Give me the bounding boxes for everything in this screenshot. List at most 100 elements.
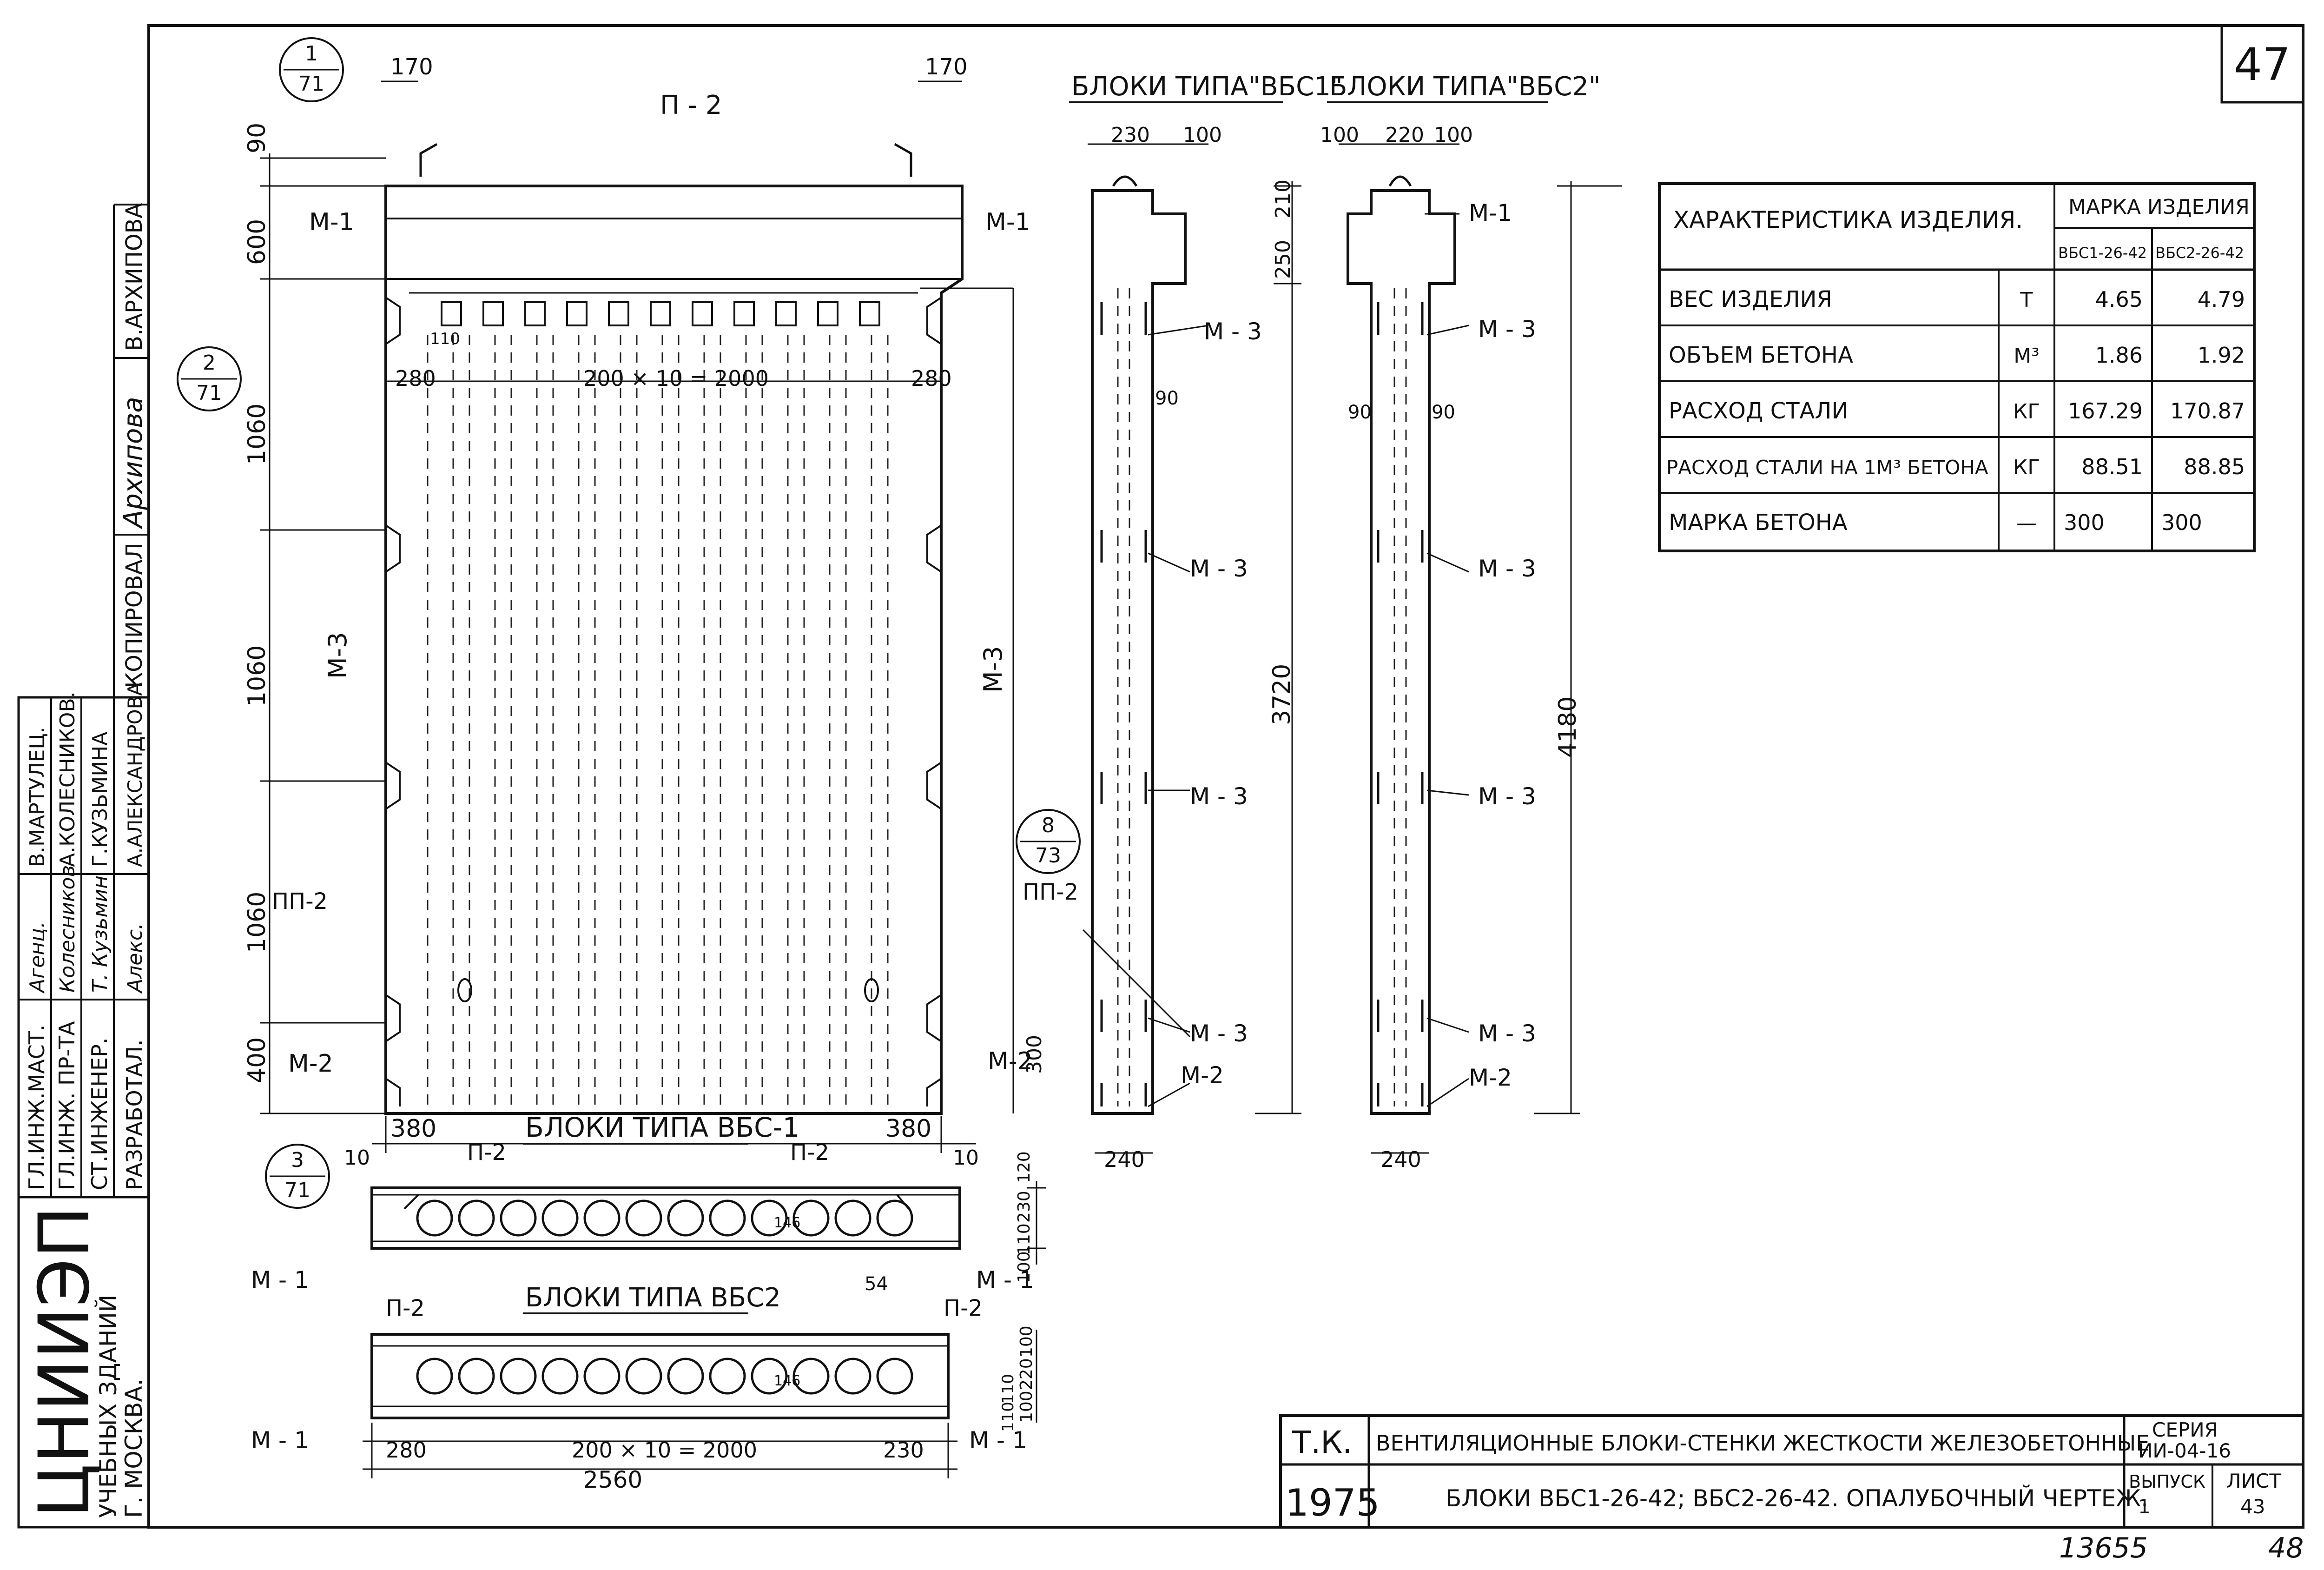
stamp-copied-label: КОПИРОВАЛ xyxy=(121,543,147,688)
plan2-dim-220: 220 xyxy=(1017,1358,1036,1390)
dim-200x10: 200 × 10 = 2000 xyxy=(583,366,769,391)
plan1-m1-right: М - 1 xyxy=(976,1266,1034,1293)
stamp-organization: ЦНИИЭП xyxy=(24,1206,105,1518)
side1-m3-c: М - 3 xyxy=(1190,783,1248,810)
stamp-sig-1: Агенц. xyxy=(26,921,49,994)
svg-text:71: 71 xyxy=(298,72,324,96)
table-row-4-v2: 300 xyxy=(2161,510,2202,535)
side2-m3-b: М - 3 xyxy=(1478,555,1536,582)
plan1-dim-54: 54 xyxy=(865,1273,888,1295)
callout-3: 3 71 xyxy=(265,1144,330,1209)
side2-dim-4180: 4180 xyxy=(1554,696,1582,758)
side2-dim-90-right: 90 xyxy=(1432,402,1455,423)
plan1-p2-right: П-2 xyxy=(790,1139,829,1166)
side1-title: БЛОКИ ТИПА"ВБС1" xyxy=(1071,72,1343,102)
stamp-role-4: РАЗРАБОТАЛ. xyxy=(122,1040,147,1190)
plan2-p2-left: П-2 xyxy=(386,1295,425,1321)
side1-dim-250: 250 xyxy=(1271,240,1295,279)
stamp-org-sub-2: Г. МОСКВА. xyxy=(120,1378,147,1518)
plan-vbs1: 146 П-2 П-2 М - 1 М - 1 54 120 230 110 1… xyxy=(251,1139,1046,1295)
dim-1060-c: 1060 xyxy=(243,892,271,953)
title-line-1: ВЕНТИЛЯЦИОННЫЕ БЛОКИ-СТЕНКИ ЖЕСТКОСТИ ЖЕ… xyxy=(1376,1431,2149,1456)
side-view-vbs1: БЛОКИ ТИПА"ВБС1" 2 xyxy=(1069,72,1343,1172)
stamp-copied-sig: Архипова xyxy=(118,397,148,529)
callout-1: 1 71 xyxy=(279,37,344,102)
table-row-4-v1: 300 xyxy=(2064,510,2105,535)
plan2-m1-right: М - 1 xyxy=(969,1427,1027,1454)
issue-value: 1 xyxy=(2138,1495,2151,1518)
characteristics-table: ХАРАКТЕРИСТИКА ИЗДЕЛИЯ. МАРКА ИЗДЕЛИЯ ВБ… xyxy=(1658,182,2256,552)
side1-m3-d: М - 3 xyxy=(1190,1020,1248,1047)
table-row-0-v1: 4.65 xyxy=(2095,287,2143,312)
dim-10-right: 10 xyxy=(953,1146,979,1170)
front-elevation: 90 600 1060 1060 1060 400 170 170 П - 2 … xyxy=(243,54,1078,1170)
dim-600: 600 xyxy=(243,219,271,265)
stamp-name-3: Г.КУЗЬМИНА xyxy=(88,732,112,867)
side1-dim-240: 240 xyxy=(1104,1147,1145,1172)
side1-dim-230: 230 xyxy=(1111,123,1150,147)
dim-10-left: 10 xyxy=(344,1146,370,1170)
table-row-4-name: МАРКА БЕТОНА xyxy=(1669,510,1848,536)
side2-dim-220: 220 xyxy=(1385,123,1424,147)
side2-m2: М-2 xyxy=(1469,1064,1512,1091)
label-m3-right: М-3 xyxy=(978,646,1008,693)
table-header-mark: МАРКА ИЗДЕЛИЯ xyxy=(2068,195,2250,219)
title-year: 1975 xyxy=(1285,1481,1380,1524)
plan2-dim-110-a: 110 xyxy=(999,1374,1017,1404)
svg-text:71: 71 xyxy=(196,381,222,405)
svg-text:73: 73 xyxy=(1035,844,1061,868)
side1-dim-3720: 3720 xyxy=(1268,664,1296,725)
sheet-value: 43 xyxy=(2240,1495,2265,1518)
table-row-1-name: ОБЪЕМ БЕТОНА xyxy=(1669,342,1853,368)
plan1-dim-146: 146 xyxy=(774,1215,800,1231)
side2-m3-d: М - 3 xyxy=(1478,1020,1536,1047)
stamp-role-2: ГЛ.ИНЖ. ПР-ТА xyxy=(54,1021,79,1190)
table-row-2-unit: КГ xyxy=(2013,400,2040,424)
label-m3-left: М-3 xyxy=(323,632,352,679)
svg-text:8: 8 xyxy=(1042,814,1055,837)
series-value: ИИ-04-16 xyxy=(2138,1439,2231,1462)
stamp-sig-3: Т. Кузьмин xyxy=(88,875,112,993)
side2-dim-100-right: 100 xyxy=(1434,123,1473,147)
stamp-org-sub-1: УЧЕБНЫХ ЗДАНИЙ xyxy=(94,1295,122,1518)
side1-m3-a: М - 3 xyxy=(1204,318,1262,345)
label-p2-top: П - 2 xyxy=(660,90,722,120)
title-line-2: БЛОКИ ВБС1-26-42; ВБС2-26-42. ОПАЛУБОЧНЫ… xyxy=(1446,1484,2148,1512)
dim-170-left: 170 xyxy=(390,54,433,80)
stamp-name-2: А.КОЛЕСНИКОВ. xyxy=(56,691,79,867)
title-tk: Т.К. xyxy=(1292,1424,1352,1460)
plan2-dim-100-a: 100 xyxy=(1017,1325,1036,1358)
table-row-2-name: РАСХОД СТАЛИ xyxy=(1669,398,1848,424)
corner-number: 47 xyxy=(2234,39,2291,91)
side2-m1: М-1 xyxy=(1469,199,1512,226)
dim-1060-b: 1060 xyxy=(243,645,271,707)
stamp-name-1: В.МАРТУЛЕЦ. xyxy=(26,727,49,868)
stamp-sig-2: Колесников xyxy=(56,865,79,993)
bottom-number-2: 48 xyxy=(2268,1532,2304,1564)
dim-380-left: 380 xyxy=(390,1115,436,1143)
plan2-dim-2560: 2560 xyxy=(583,1466,642,1493)
side2-dim-90-left: 90 xyxy=(1348,402,1372,423)
side1-m2: М-2 xyxy=(1181,1062,1224,1089)
table-row-1-v2: 1.92 xyxy=(2198,343,2245,368)
side1-dim-210: 210 xyxy=(1271,179,1295,219)
table-header-char: ХАРАКТЕРИСТИКА ИЗДЕЛИЯ. xyxy=(1673,206,2023,233)
plan2-m1-left: М - 1 xyxy=(251,1427,309,1454)
label-pp2-right: ПП-2 xyxy=(1023,879,1078,905)
plan2-dim-110-b: 110 xyxy=(999,1402,1017,1432)
side2-m3-c: М - 3 xyxy=(1478,783,1536,810)
callouts: 1 71 2 71 3 71 8 73 xyxy=(177,37,1081,1209)
dim-170-right: 170 xyxy=(925,54,968,80)
table-col1: ВБС1-26-42 xyxy=(2058,244,2147,262)
svg-text:2: 2 xyxy=(203,351,216,375)
side1-dim-90: 90 xyxy=(1155,388,1179,409)
svg-text:71: 71 xyxy=(284,1179,310,1202)
side2-title: БЛОКИ ТИПА"ВБС2" xyxy=(1329,72,1601,102)
series-label: СЕРИЯ xyxy=(2152,1418,2218,1441)
side1-m3-b: М - 3 xyxy=(1190,555,1248,582)
plan1-title: БЛОКИ ТИПА ВБС2 xyxy=(525,1283,781,1313)
stamp-role-1: ГЛ.ИНЖ.МАСТ. xyxy=(24,1025,49,1190)
stamp-copied-name: В.АРХИПОВА xyxy=(121,203,147,351)
